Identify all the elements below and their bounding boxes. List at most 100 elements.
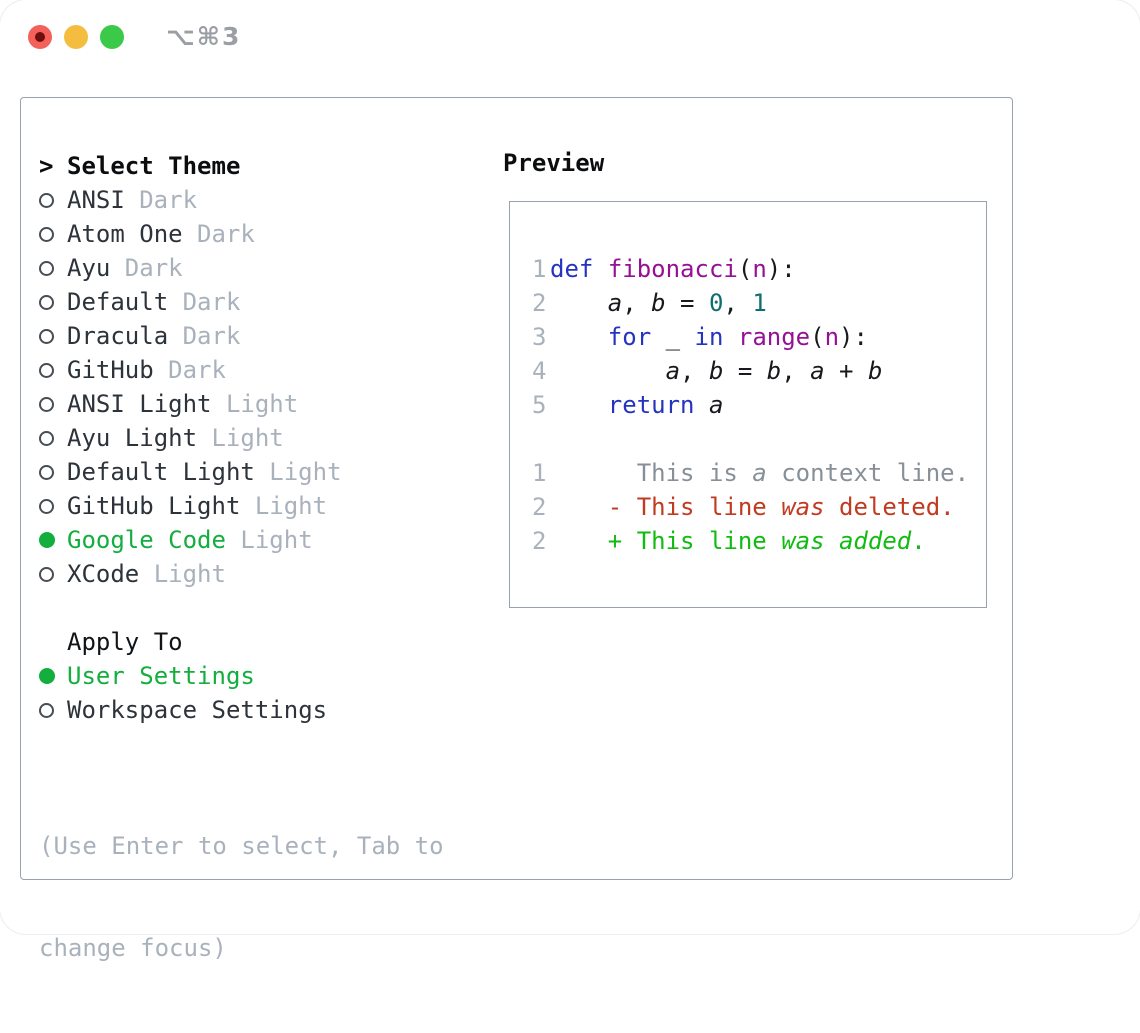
theme-variant: Light: [211, 424, 284, 452]
apply-option-label: Workspace Settings: [67, 696, 328, 724]
apply-to-header: Apply To: [39, 625, 499, 659]
apply-option-workspace-settings[interactable]: Workspace Settings: [39, 693, 499, 727]
apply-option-user-settings[interactable]: User Settings: [39, 659, 499, 693]
line-content: + This line was added.: [607, 527, 926, 555]
theme-variant: Dark: [182, 322, 241, 350]
radio-icon: [39, 668, 67, 684]
theme-variant: Dark: [182, 288, 241, 316]
select-theme-title: Select Theme: [67, 152, 241, 180]
theme-option-github[interactable]: GitHub Dark: [39, 353, 499, 387]
preview-line: 1 This is a context line.: [532, 456, 986, 490]
theme-variant: Light: [254, 492, 328, 520]
line-number: 2: [532, 493, 547, 521]
radio-icon: [39, 498, 67, 514]
preview-line: [532, 422, 986, 456]
help-text: (Use Enter to select, Tab to change focu…: [39, 761, 499, 1033]
theme-option-ansi-light[interactable]: ANSI Light Light: [39, 387, 499, 421]
apply-option-label: User Settings: [67, 662, 255, 690]
preview-line: 3 for _ in range(n):: [532, 320, 986, 354]
select-theme-header: > Select Theme: [39, 149, 499, 183]
theme-name: Ayu: [67, 254, 111, 282]
record-dot-icon: [35, 32, 45, 42]
theme-variant: Light: [269, 458, 342, 486]
theme-variant: Dark: [197, 220, 255, 248]
radio-icon: [39, 192, 67, 208]
theme-variant: Light: [153, 560, 226, 588]
line-content: This is a context line.: [636, 459, 970, 487]
theme-name: GitHub Light: [67, 492, 241, 520]
line-number: 2: [532, 289, 547, 317]
radio-icon: [39, 430, 67, 446]
theme-name: Default: [67, 288, 169, 316]
preview-title: Preview: [503, 149, 605, 177]
line-content: return a: [607, 391, 724, 419]
theme-name: Default Light: [67, 458, 255, 486]
help-line-2: change focus): [39, 934, 227, 962]
theme-option-xcode[interactable]: XCode Light: [39, 557, 499, 591]
line-number: 1: [532, 255, 547, 283]
radio-icon: [39, 532, 67, 548]
preview-line: 5 return a: [532, 388, 986, 422]
line-content: def fibonacci(n):: [550, 255, 796, 283]
preview-line: 2 a, b = 0, 1: [532, 286, 986, 320]
radio-icon: [39, 294, 67, 310]
line-content: a, b = 0, 1: [607, 289, 767, 317]
prompt-caret-icon: >: [39, 152, 54, 180]
theme-variant: Dark: [124, 254, 183, 282]
theme-name: Dracula: [67, 322, 169, 350]
theme-option-atom-one[interactable]: Atom One Dark: [39, 217, 499, 251]
spacer: [39, 591, 499, 625]
minimize-button[interactable]: [64, 25, 88, 49]
theme-option-github-light[interactable]: GitHub Light Light: [39, 489, 499, 523]
line-content: - This line was deleted.: [607, 493, 955, 521]
theme-option-default[interactable]: Default Dark: [39, 285, 499, 319]
window-titlebar: ⌥⌘3: [0, 0, 1140, 74]
theme-option-ayu[interactable]: Ayu Dark: [39, 251, 499, 285]
line-number: 5: [532, 391, 547, 419]
radio-icon: [39, 328, 67, 344]
radio-icon: [39, 396, 67, 412]
theme-name: Atom One: [67, 220, 183, 248]
radio-icon: [39, 362, 67, 378]
apply-to-title: Apply To: [67, 628, 183, 656]
theme-name: ANSI Light: [67, 390, 212, 418]
theme-variant: Light: [240, 526, 313, 554]
line-content: a, b = b, a + b: [665, 357, 883, 385]
theme-name: XCode: [67, 560, 140, 588]
close-button[interactable]: [28, 25, 52, 49]
keyboard-shortcut-label: ⌥⌘3: [166, 22, 242, 51]
theme-option-ayu-light[interactable]: Ayu Light Light: [39, 421, 499, 455]
line-number: 3: [532, 323, 547, 351]
theme-variant: Dark: [168, 356, 226, 384]
radio-icon: [39, 464, 67, 480]
preview-line: 2 + This line was added.: [532, 524, 986, 558]
line-number: [532, 422, 550, 456]
theme-name: GitHub: [67, 356, 154, 384]
theme-variant: Light: [225, 390, 299, 418]
theme-option-ansi[interactable]: ANSI Dark: [39, 183, 499, 217]
radio-icon: [39, 260, 67, 276]
radio-icon: [39, 702, 67, 718]
radio-icon: [39, 566, 67, 582]
theme-name: Google Code: [67, 526, 226, 554]
preview-line: 2 - This line was deleted.: [532, 490, 986, 524]
zoom-button[interactable]: [100, 25, 124, 49]
radio-icon: [39, 226, 67, 242]
line-content: for _ in range(n):: [607, 323, 868, 351]
theme-name: Ayu Light: [67, 424, 198, 452]
line-number: 1: [532, 459, 547, 487]
theme-option-google-code[interactable]: Google Code Light: [39, 523, 499, 557]
theme-option-dracula[interactable]: Dracula Dark: [39, 319, 499, 353]
theme-name: ANSI: [67, 186, 125, 214]
theme-option-default-light[interactable]: Default Light Light: [39, 455, 499, 489]
theme-variant: Dark: [139, 186, 198, 214]
line-number: 2: [532, 527, 547, 555]
